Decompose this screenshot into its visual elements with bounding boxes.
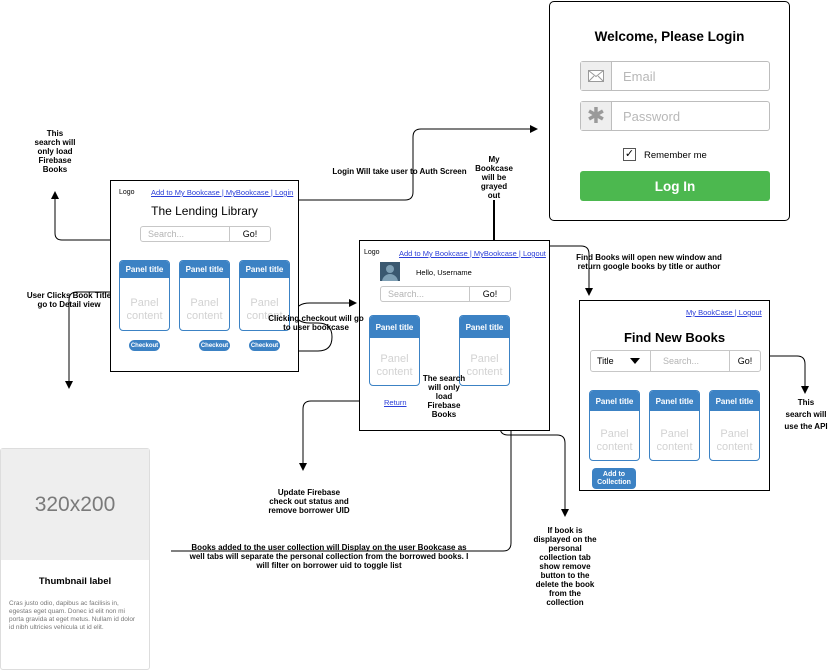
arrow-search-api: [760, 355, 809, 394]
panel-content: Panel content: [466, 353, 503, 378]
bookcase-go-button[interactable]: Go!: [469, 287, 510, 301]
login-window: Welcome, Please Login Email ✱ Password ✓…: [549, 1, 790, 221]
panel-content: Panel content: [656, 428, 693, 453]
panel-title: Panel title: [240, 261, 289, 278]
login-title: Welcome, Please Login: [594, 29, 745, 44]
thumbnail-label: Thumbnail label: [38, 576, 112, 587]
note-book-title: User Clicks Book Title go to Detail view: [26, 291, 112, 309]
find-nav[interactable]: My BookCase | Logout: [686, 308, 762, 317]
panel-content: Panel content: [126, 297, 163, 322]
panel-title: Panel title: [590, 391, 639, 411]
panel-content: Panel content: [716, 428, 753, 453]
password-placeholder: Password: [623, 109, 681, 124]
find-panel-3[interactable]: Panel title Panel content: [709, 390, 760, 461]
note-search-firebase-left: This search will only load Firebase Book…: [34, 129, 76, 174]
panel-title: Panel title: [650, 391, 699, 411]
library-panel-2[interactable]: Panel title Panel content: [179, 260, 230, 331]
caret-down-icon: [630, 358, 640, 364]
library-search[interactable]: Search... Go!: [140, 226, 271, 242]
note-update-firebase: Update Firebase check out status and rem…: [268, 488, 350, 515]
panel-title: Panel title: [460, 316, 509, 338]
find-panel-2[interactable]: Panel title Panel content: [649, 390, 700, 461]
email-placeholder: Email: [623, 69, 656, 84]
arrow-search-left: [51, 191, 140, 241]
title-select-value: Title: [597, 356, 614, 366]
email-field[interactable]: Email: [580, 61, 770, 91]
return-link[interactable]: Return: [384, 398, 407, 407]
note-login-auth: Login Will take user to Auth Screen: [332, 167, 467, 176]
asterisk-icon: ✱: [581, 102, 612, 130]
avatar: [380, 262, 400, 281]
find-title: Find New Books: [623, 330, 726, 345]
arrow-return: [299, 400, 372, 471]
bookcase-search-placeholder: Search...: [388, 289, 425, 299]
thumbnail-image-text: 320x200: [34, 492, 116, 516]
title-select[interactable]: Title: [591, 351, 651, 371]
login-button[interactable]: Log In: [580, 171, 770, 201]
library-nav[interactable]: Add to My Bookcase | MyBookcase | Login: [151, 188, 294, 197]
library-go-button[interactable]: Go!: [229, 227, 270, 241]
bookcase-panel-1[interactable]: Panel title Panel content: [369, 315, 420, 386]
greeting: Hello, Username: [416, 268, 472, 277]
thumbnail-image: 320x200: [1, 449, 149, 560]
note-checkout: Clicking checkout will go to user bookca…: [268, 314, 364, 332]
checkout-button-2[interactable]: Checkout: [199, 340, 230, 351]
find-search-placeholder: Search...: [663, 356, 700, 366]
arrow-login-auth: [289, 125, 538, 201]
note-find-books: Find Books will open new window and retu…: [576, 253, 722, 271]
remember-checkbox[interactable]: ✓: [623, 148, 636, 161]
password-field[interactable]: ✱ Password: [580, 101, 770, 131]
library-title: The Lending Library: [151, 204, 258, 218]
library-panel-1[interactable]: Panel title Panel content: [119, 260, 170, 331]
checkout-button-1[interactable]: Checkout: [129, 340, 160, 351]
find-panel-1[interactable]: Panel title Panel content: [589, 390, 640, 461]
checkout-button-3[interactable]: Checkout: [249, 340, 280, 351]
library-panel-3[interactable]: Panel title Panel content: [239, 260, 290, 331]
bookcase-search[interactable]: Search... Go!: [380, 286, 511, 302]
remember-label: Remember me: [644, 150, 707, 161]
note-bookcase-grayed: My Bookcase will be grayed out: [475, 155, 513, 200]
find-go-button[interactable]: Go!: [729, 351, 760, 371]
panel-content: Panel content: [186, 297, 223, 322]
note-search-firebase-mid: The search will only load Firebase Books: [422, 374, 466, 419]
panel-title: Panel title: [180, 261, 229, 278]
find-search[interactable]: Title Search... Go!: [590, 350, 761, 372]
panel-content: Panel content: [596, 428, 633, 453]
note-books-added: Books added to the user collection will …: [189, 543, 469, 570]
panel-content: Panel content: [246, 297, 283, 322]
add-to-collection-button[interactable]: Add to Collection: [592, 468, 636, 489]
bookcase-nav[interactable]: Add to My Bookcase | MyBookcase | Logout: [399, 249, 546, 258]
note-remove-button: If book is displayed on the personal col…: [533, 526, 597, 607]
panel-title: Panel title: [120, 261, 169, 278]
envelope-icon: [581, 62, 612, 90]
panel-title: Panel title: [710, 391, 759, 411]
arrow-find-books: [529, 245, 593, 296]
thumbnail-body: Cras justo odio, dapibus ac facilisis in…: [9, 600, 136, 631]
thumbnail: 320x200 Thumbnail label Cras justo odio,…: [0, 448, 150, 670]
arrow-books-added: [171, 380, 515, 552]
panel-content: Panel content: [376, 353, 413, 378]
library-search-placeholder: Search...: [148, 229, 185, 239]
library-logo: Logo: [119, 189, 135, 196]
note-search-api: This search will use the API: [784, 398, 828, 431]
arrow-book-title: [65, 291, 119, 389]
bookcase-panel-2[interactable]: Panel title Panel content: [459, 315, 510, 386]
panel-title: Panel title: [370, 316, 419, 338]
bookcase-logo: Logo: [364, 249, 380, 256]
